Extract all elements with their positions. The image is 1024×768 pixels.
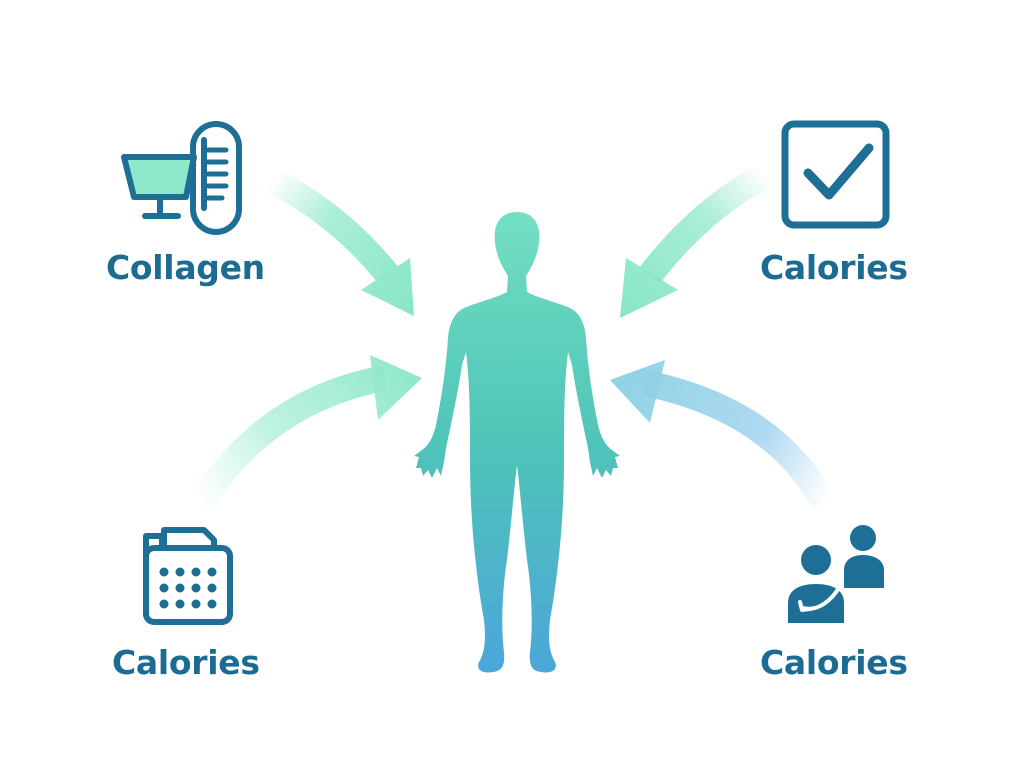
monitor-thermometer-icon xyxy=(121,121,242,235)
human-body-silhouette-icon xyxy=(414,212,620,673)
arrow-bottom-right xyxy=(610,360,837,512)
arrow-bottom-left xyxy=(188,355,422,512)
node-label-bottom-right: Calories xyxy=(760,643,908,682)
two-people-icon xyxy=(784,525,884,627)
arrow-top-right xyxy=(620,163,772,318)
node-label-top-right: Calories xyxy=(760,248,908,287)
node-label-bottom-left: Calories xyxy=(112,643,260,682)
checkbox-checked-icon xyxy=(781,120,890,229)
calendar-icon xyxy=(143,527,233,625)
arrow-top-left xyxy=(266,168,414,316)
node-label-top-left: Collagen xyxy=(106,248,265,287)
